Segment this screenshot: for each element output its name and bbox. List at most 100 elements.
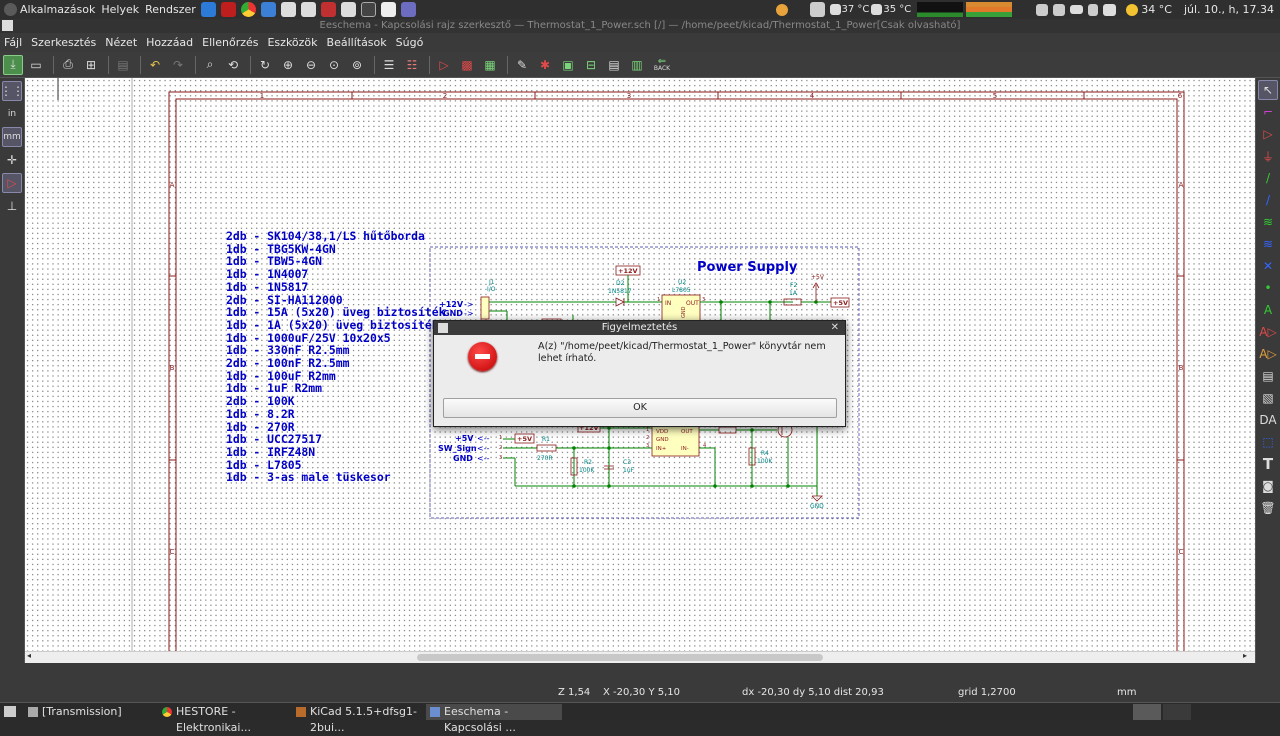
hidden-pins-icon[interactable]: ▷	[2, 173, 22, 193]
add-power-icon[interactable]: ⏚	[1261, 149, 1274, 164]
print-icon[interactable]: ⎙	[63, 57, 73, 71]
horizontal-scrollbar[interactable]: ◂ ▸	[25, 651, 1255, 663]
back-annotate-icon[interactable]: ⇐ BACK	[650, 55, 674, 75]
symbol-editor-icon[interactable]: ▷	[439, 57, 449, 72]
menu-file[interactable]: Fájl	[4, 36, 23, 49]
gnd-symbol: GND	[810, 503, 824, 510]
import-sheet-pin-icon[interactable]: ▧	[1262, 391, 1274, 405]
symbol-browser-icon[interactable]: ▩	[461, 57, 473, 72]
zoom-out-icon[interactable]: ⊖	[305, 57, 317, 72]
display-icon[interactable]	[809, 2, 825, 17]
menu-logo-icon[interactable]	[4, 3, 17, 16]
menu-inspect[interactable]: Ellenőrzés	[202, 36, 259, 49]
add-image-icon[interactable]: ◙	[1262, 479, 1274, 493]
select-tool-icon[interactable]: ↖	[1258, 80, 1278, 100]
no-connect-icon[interactable]: ✕	[1262, 259, 1274, 273]
editor-launcher-icon[interactable]	[280, 2, 296, 17]
scrollbar-thumb[interactable]	[417, 654, 823, 661]
search-icon[interactable]	[775, 3, 788, 16]
refresh-icon[interactable]: ↻	[259, 57, 271, 72]
menu-view[interactable]: Nézet	[105, 36, 138, 49]
mm-units-icon[interactable]: mm	[2, 127, 22, 147]
workspace-2[interactable]	[1163, 704, 1191, 720]
undo-icon[interactable]: ↶	[149, 57, 161, 72]
grid-icon[interactable]: ⋮⋮	[0, 81, 24, 101]
erc-icon[interactable]: ✱	[539, 57, 551, 72]
battery-icon[interactable]	[1070, 5, 1084, 14]
vpn-icon[interactable]	[1036, 3, 1049, 16]
kicad-launcher-icon[interactable]	[340, 2, 356, 17]
netlist-icon[interactable]: ⊟	[585, 57, 597, 72]
clock[interactable]: júl. 10., h, 17.34	[1183, 3, 1274, 16]
add-sheet-pin-icon[interactable]: DA	[1259, 413, 1277, 427]
terminal-launcher-icon[interactable]	[360, 2, 376, 17]
zoom-fit-icon[interactable]: ⊙	[328, 57, 340, 72]
redo-icon[interactable]: ↷	[172, 57, 184, 72]
scroll-right-icon[interactable]: ▸	[1242, 651, 1247, 660]
show-desktop-icon[interactable]	[4, 706, 16, 717]
xournal-launcher-icon[interactable]	[320, 2, 336, 17]
menu-edit[interactable]: Szerkesztés	[31, 36, 97, 49]
task-kicad[interactable]: KiCad 5.1.5+dfsg1-2bui...	[292, 704, 424, 734]
bom-icon[interactable]: ▤	[608, 57, 620, 72]
zoom-selection-icon[interactable]: ⊚	[351, 57, 363, 72]
sheet-setup-icon[interactable]: ▭	[30, 57, 42, 72]
find-icon[interactable]: ⌕	[206, 57, 214, 71]
pcb-icon[interactable]: ▥	[631, 57, 643, 72]
r2-ref: R2	[584, 459, 592, 466]
navigator-icon[interactable]: ☰	[383, 57, 395, 72]
ok-button[interactable]: OK	[443, 398, 837, 418]
assign-footprints-icon[interactable]: ▣	[562, 57, 574, 72]
scroll-left-icon[interactable]: ◂	[27, 651, 32, 660]
monitor-icon[interactable]	[1103, 3, 1117, 16]
thunderbird-launcher-icon[interactable]	[200, 2, 216, 17]
menu-preferences[interactable]: Beállítások	[326, 36, 387, 49]
system-menu[interactable]: Rendszer	[145, 3, 196, 16]
delete-icon[interactable]: 🗑	[1260, 501, 1276, 515]
task-eeschema[interactable]: Eeschema - Kapcsolási ...	[426, 704, 562, 734]
workspace-switcher[interactable]	[1133, 704, 1161, 720]
wire-angle-icon[interactable]: ⊥	[6, 199, 18, 213]
net-label-icon[interactable]: A	[1263, 303, 1273, 317]
net-5v-power: +5V	[811, 274, 825, 281]
highlight-net-icon[interactable]: ⌐	[1262, 105, 1274, 119]
wire-entry-icon[interactable]: ≋	[1262, 215, 1274, 229]
add-text-icon[interactable]: T	[1262, 455, 1274, 473]
mail-launcher-icon[interactable]	[380, 2, 396, 17]
calc-launcher-icon[interactable]	[300, 2, 316, 17]
find-replace-icon[interactable]: ⟲	[227, 57, 239, 72]
bus-entry-icon[interactable]: ≋	[1262, 237, 1274, 251]
add-bus-icon[interactable]: /	[1265, 193, 1271, 207]
places-menu[interactable]: Helyek	[101, 3, 140, 16]
junction-icon[interactable]: •	[1264, 281, 1272, 295]
annotate-icon[interactable]: ✎	[516, 57, 528, 72]
footprint-editor-icon[interactable]: ▦	[484, 57, 496, 72]
plot-icon[interactable]: ⊞	[85, 57, 97, 72]
paste-icon[interactable]: ▤	[117, 57, 129, 72]
applications-menu[interactable]: Alkalmazások	[20, 3, 96, 16]
menu-place[interactable]: Hozzáad	[146, 36, 194, 49]
task-browser[interactable]: HESTORE - Elektronikai...	[158, 704, 290, 734]
global-label-icon[interactable]: A▷	[1259, 325, 1277, 339]
filezilla-launcher-icon[interactable]	[220, 2, 236, 17]
add-symbol-icon[interactable]: ▷	[1263, 127, 1273, 141]
zoom-in-icon[interactable]: ⊕	[282, 57, 294, 72]
document-launcher-icon[interactable]	[260, 2, 276, 17]
task-transmission[interactable]: [Transmission]	[24, 704, 154, 720]
cursor-icon[interactable]: ✛	[6, 153, 18, 167]
hier-label-icon[interactable]: A▷	[1259, 347, 1277, 361]
leave-sheet-icon[interactable]: ☷	[406, 57, 418, 72]
menu-tools[interactable]: Eszközök	[267, 36, 318, 49]
close-icon[interactable]: ✕	[830, 322, 839, 333]
volume-icon[interactable]	[1088, 3, 1099, 16]
in-units-icon[interactable]: in	[7, 109, 17, 119]
chrome-launcher-icon[interactable]	[240, 2, 256, 17]
add-line-icon[interactable]: ⬚	[1262, 435, 1274, 449]
hier-sheet-icon[interactable]: ▤	[1262, 369, 1274, 383]
add-wire-icon[interactable]: /	[1265, 171, 1271, 185]
screenshot-launcher-icon[interactable]	[400, 2, 416, 17]
network-icon[interactable]	[1053, 3, 1066, 16]
menu-help[interactable]: Súgó	[395, 36, 424, 49]
save-icon[interactable]: ⤓	[3, 54, 23, 75]
